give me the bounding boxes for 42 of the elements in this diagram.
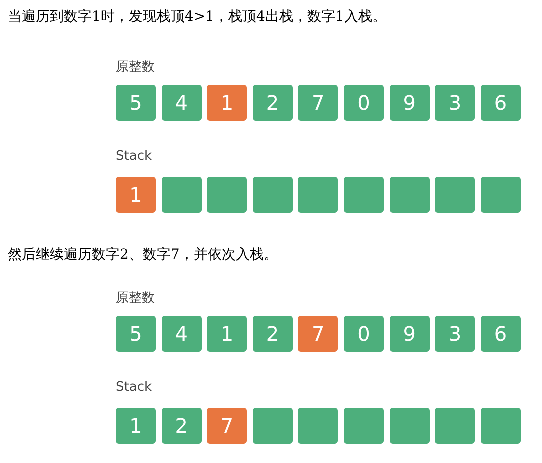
empty-cell <box>162 177 202 213</box>
number-cell: 7 <box>207 408 248 444</box>
number-cell: 7 <box>298 316 338 352</box>
number-cell: 0 <box>344 85 384 121</box>
number-cell: 5 <box>116 316 156 352</box>
number-cell: 1 <box>207 316 248 352</box>
number-cell: 2 <box>252 85 293 121</box>
row-label: 原整数 <box>116 290 155 307</box>
number-cell: 7 <box>298 85 338 121</box>
number-cell: 9 <box>390 316 430 352</box>
empty-cell <box>435 408 476 444</box>
number-cell: 3 <box>435 85 476 121</box>
empty-cell <box>252 408 293 444</box>
empty-cell <box>298 177 338 213</box>
number-cell: 0 <box>344 316 384 352</box>
empty-cell <box>298 408 338 444</box>
sentence: 当遍历到数字1时，发现栈顶4>1，栈顶4出栈，数字1入栈。 <box>8 8 386 26</box>
empty-cell <box>480 408 521 444</box>
number-cell: 6 <box>480 85 521 121</box>
number-cell: 1 <box>116 177 156 213</box>
number-cell: 2 <box>252 316 293 352</box>
empty-cell <box>390 408 430 444</box>
row-label: Stack <box>116 380 152 395</box>
row-label: 原整数 <box>116 59 155 76</box>
sentence: 然后继续遍历数字2、数字7，并依次入栈。 <box>8 246 278 264</box>
number-cell: 2 <box>162 408 202 444</box>
empty-cell <box>252 177 293 213</box>
number-cell: 4 <box>162 85 202 121</box>
number-cell: 6 <box>480 316 521 352</box>
number-cell: 1 <box>207 85 248 121</box>
empty-cell <box>480 177 521 213</box>
number-cell: 4 <box>162 316 202 352</box>
empty-cell <box>344 408 384 444</box>
number-cell: 1 <box>116 408 156 444</box>
row-label: Stack <box>116 149 152 164</box>
number-cell: 5 <box>116 85 156 121</box>
number-cell: 9 <box>390 85 430 121</box>
empty-cell <box>390 177 430 213</box>
empty-cell <box>207 177 248 213</box>
empty-cell <box>435 177 476 213</box>
empty-cell <box>344 177 384 213</box>
number-cell: 3 <box>435 316 476 352</box>
